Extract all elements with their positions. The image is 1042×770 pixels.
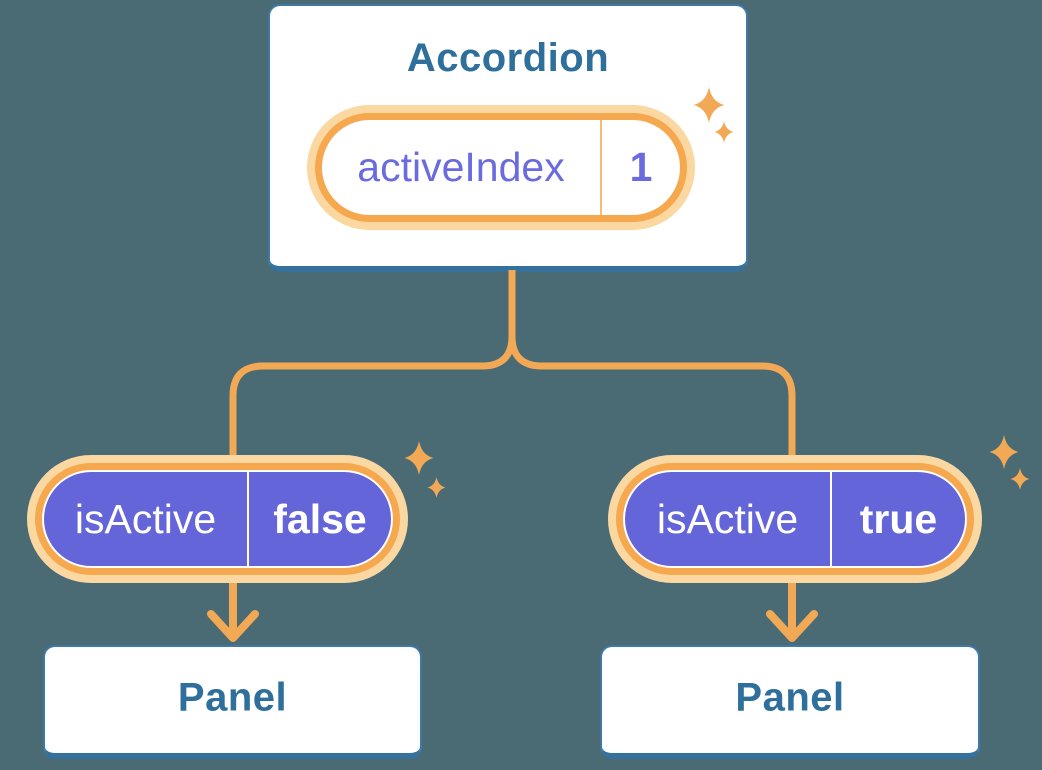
pill-divider [600, 120, 602, 215]
pill-divider [247, 472, 249, 566]
state-pill-body: activeIndex 1 [322, 120, 680, 215]
arrow-right-head [766, 610, 818, 642]
state-pill-activeindex: activeIndex 1 [307, 105, 695, 230]
prop-value-right: true [859, 495, 938, 542]
prop-pill-right-body: isActive true [623, 470, 967, 568]
prop-pill-left-body: isActive false [42, 470, 393, 568]
prop-pill-right-ring: isActive true [616, 463, 974, 575]
branch-left-connector [229, 270, 516, 457]
state-pill-ring: activeIndex 1 [315, 113, 687, 222]
prop-label-right: isActive [656, 495, 799, 542]
sparkle-icon [1010, 468, 1030, 490]
prop-pill-isactive-true: isActive true [608, 455, 982, 583]
panel-label-right: Panel [735, 675, 845, 720]
state-value: 1 [629, 144, 653, 190]
branch-right-connector [508, 270, 796, 457]
prop-pill-isactive-false: isActive false [27, 455, 408, 583]
accordion-title: Accordion [406, 36, 610, 80]
panel-card-right: Panel [600, 645, 980, 759]
state-label: activeIndex [357, 144, 565, 190]
prop-pill-left-ring: isActive false [35, 463, 400, 575]
prop-value-left: false [273, 495, 367, 542]
panel-card-left: Panel [43, 645, 422, 759]
prop-label-left: isActive [74, 495, 217, 542]
sparkle-icon [989, 435, 1019, 469]
arrow-left-head [207, 610, 259, 642]
sparkle-icon [427, 477, 446, 498]
panel-label-left: Panel [177, 675, 288, 720]
pill-divider [830, 472, 832, 566]
sparkle-icon [404, 441, 434, 475]
